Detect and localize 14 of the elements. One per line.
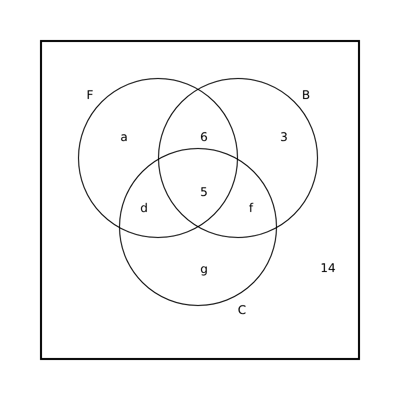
region-label: a bbox=[120, 131, 128, 143]
region-label: 14 bbox=[320, 262, 336, 274]
region-label: 6 bbox=[200, 131, 208, 143]
set-circle bbox=[78, 78, 238, 238]
set-name-label: C bbox=[238, 304, 246, 316]
region-label: d bbox=[140, 202, 148, 214]
region-label: g bbox=[200, 263, 208, 275]
region-label: 5 bbox=[200, 186, 208, 198]
region-label: f bbox=[248, 202, 254, 214]
set-name-label: B bbox=[302, 89, 310, 101]
set-name-label: F bbox=[86, 89, 94, 101]
set-circle bbox=[158, 78, 318, 238]
universe-rectangle bbox=[40, 40, 360, 360]
region-label: 3 bbox=[280, 131, 288, 143]
